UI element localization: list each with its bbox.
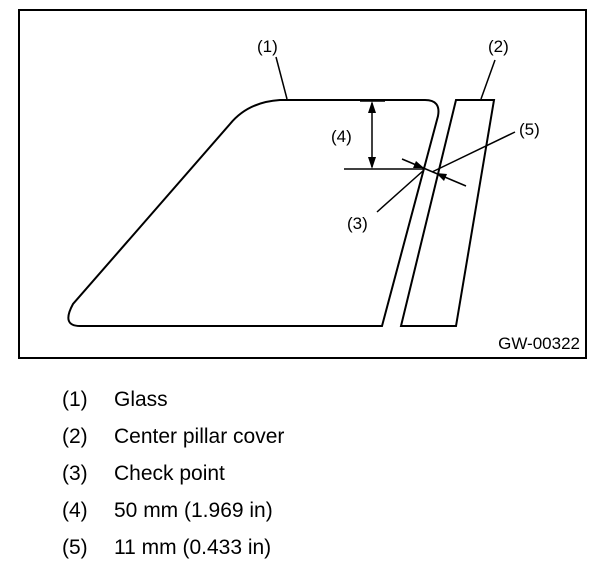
legend-item-text: 11 mm (0.433 in) xyxy=(114,536,272,559)
dimension-arrowhead-top xyxy=(368,101,376,113)
leader-line-1 xyxy=(275,56,288,100)
callout-1: (1) xyxy=(257,37,278,56)
gap-arrowhead-right xyxy=(436,173,447,181)
callout-4: (4) xyxy=(331,127,352,146)
legend-item: (4) 50 mm (1.969 in) xyxy=(62,492,284,529)
callout-3: (3) xyxy=(347,214,368,233)
legend-item: (3) Check point xyxy=(62,455,284,492)
glass-outline xyxy=(67,99,440,327)
legend-item-text: 50 mm (1.969 in) xyxy=(114,499,273,522)
callout-2: (2) xyxy=(488,37,509,56)
dimension-arrowhead-bottom xyxy=(368,157,376,169)
legend-item: (2) Center pillar cover xyxy=(62,418,284,455)
diagram-frame xyxy=(18,9,587,359)
legend-item-number: (4) xyxy=(62,499,88,522)
center-pillar-cover-outline xyxy=(399,99,496,327)
legend-list: (1) Glass (2) Center pillar cover (3) Ch… xyxy=(62,381,284,566)
glass-installation-diagram: (1) (2) (3) (4) (5) GW-00322 xyxy=(18,9,587,359)
legend-item: (1) Glass xyxy=(62,381,284,418)
legend-item-number: (2) xyxy=(62,425,88,448)
leader-line-5 xyxy=(431,131,516,173)
gap-dimension-line xyxy=(401,158,467,187)
legend-item-number: (1) xyxy=(62,388,88,411)
figure-id: GW-00322 xyxy=(498,334,580,353)
callout-5: (5) xyxy=(519,120,540,139)
legend-item-number: (5) xyxy=(62,536,88,559)
gap-arrowhead-left xyxy=(413,161,424,168)
legend-item: (5) 11 mm (0.433 in) xyxy=(62,529,284,566)
legend-item-text: Center pillar cover xyxy=(114,425,285,448)
legend-item-text: Check point xyxy=(114,462,225,485)
leader-line-3 xyxy=(376,169,425,213)
legend-item-number: (3) xyxy=(62,462,88,485)
legend-item-text: Glass xyxy=(114,388,168,411)
leader-line-2 xyxy=(480,59,496,100)
